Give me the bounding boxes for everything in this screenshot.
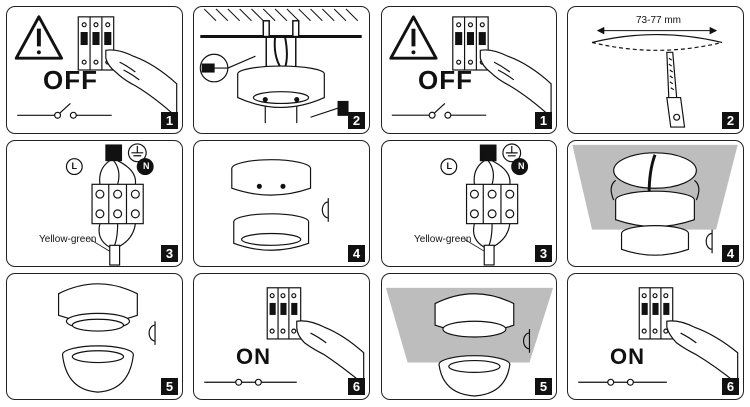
warning-triangle-icon [14, 15, 63, 60]
cover-ring [233, 213, 310, 251]
rotate-clockwise-icon [321, 198, 329, 222]
fixture-cable [109, 244, 121, 266]
off-label: OFF [418, 65, 473, 95]
step-number: 5 [535, 378, 552, 395]
fixture-cable [483, 244, 495, 266]
hole-dimension-label: 73-77 mm [636, 15, 682, 26]
rotate-clockwise-icon [148, 321, 156, 345]
on-label: ON [610, 344, 645, 369]
step-number: 6 [722, 378, 739, 395]
terminal-neutral-marker [511, 158, 529, 176]
ceiling-hatch [200, 8, 362, 39]
power-on-illustration [204, 287, 365, 386]
circuit-breaker-icon [77, 16, 115, 71]
terminal-neutral-label: N [518, 161, 525, 171]
spring-clips [610, 179, 700, 201]
housing [57, 283, 138, 332]
power-on-illustration-b [578, 287, 739, 386]
panel-step-3-wiring-b: L N Yellow-green 3 [381, 140, 557, 267]
step-number: 2 [722, 112, 739, 129]
terminal-live-marker [65, 158, 83, 176]
terminal-neutral-marker [136, 158, 154, 176]
on-label: ON [236, 344, 271, 369]
ground-symbol-icon [502, 143, 522, 163]
panel-step-6-power-on-b: ON 6 [567, 273, 744, 400]
panel-step-4-install-fixture: 4 [567, 140, 744, 267]
step-number: 1 [161, 112, 178, 129]
pointing-hand-icon [479, 49, 552, 119]
wiring-illustration-b [440, 143, 529, 266]
step-number: 6 [348, 378, 365, 395]
terminal-neutral-label: N [143, 161, 150, 171]
screwdriver-icon [199, 53, 256, 83]
switch-open-icon [17, 103, 112, 119]
step-number: 3 [161, 245, 178, 262]
install-fixture-illustration [572, 144, 738, 256]
panel-step-2-ceiling-mount: 2 [193, 6, 370, 134]
mounting-rods [262, 20, 300, 69]
terminal-block [91, 183, 144, 225]
panel-step-1-power-off: OFF 1 [6, 6, 183, 134]
step-number: 3 [535, 245, 552, 262]
supply-cable [479, 144, 497, 162]
downlight-fixture [237, 65, 325, 124]
terminal-live-label: L [71, 161, 78, 171]
pointing-hand-icon [666, 320, 739, 386]
switch-closed-icon [578, 378, 667, 386]
pointing-hand-icon [105, 49, 178, 119]
step-number: 1 [535, 112, 552, 129]
terminal-block [465, 183, 519, 225]
housing [434, 293, 515, 338]
screwdriver-icon-2 [310, 100, 349, 118]
circuit-breaker-icon [266, 287, 302, 340]
housing [231, 159, 312, 196]
ceiling-mount-illustration [199, 8, 362, 124]
panel-step-6-power-on: ON 6 [193, 273, 370, 400]
terminal-live-marker [440, 158, 458, 176]
downlight-fixture [615, 190, 695, 256]
terminal-live-label: L [446, 161, 453, 171]
supply-cable [105, 144, 123, 162]
trim-ring [438, 355, 511, 397]
step-number: 2 [348, 112, 365, 129]
rotate-clockwise-icon [523, 329, 531, 353]
switch-open-icon [391, 102, 487, 119]
step-number: 4 [348, 245, 365, 262]
trim-ring [61, 345, 134, 393]
panel-step-5-attach-ring-ceiling: 5 [381, 273, 557, 400]
dimension-arrow [596, 26, 718, 35]
step-number: 5 [161, 378, 178, 395]
switch-closed-icon [204, 378, 297, 386]
attach-ring-ceiling-illustration [385, 287, 554, 397]
off-label: OFF [43, 65, 98, 95]
attach-ring-illustration [57, 283, 156, 393]
ceiling-hole [591, 33, 723, 51]
rotate-clockwise-icon [705, 229, 713, 254]
step-number: 4 [722, 245, 739, 262]
pointing-hand-icon [296, 320, 365, 386]
panel-step-4-fit-cover: 4 [193, 140, 370, 267]
wiring-illustration [65, 143, 154, 266]
panel-step-3-wiring: L N Yellow-green 3 [6, 140, 183, 267]
fit-cover-illustration [231, 159, 329, 251]
power-off-illustration-b [389, 15, 552, 119]
ground-wire-label: Yellow-green [414, 234, 472, 245]
ground-symbol-icon [127, 143, 147, 163]
panel-step-1-power-off-b: OFF 1 [381, 6, 557, 134]
power-off-illustration [14, 15, 178, 119]
cut-hole-illustration [591, 26, 723, 128]
warning-triangle-icon [389, 15, 438, 60]
panel-step-2-cut-hole: 73-77 mm 2 [567, 6, 744, 134]
ground-wire-label: Yellow-green [39, 234, 97, 245]
hole-saw-icon [666, 51, 686, 128]
ceiling-opening [613, 152, 697, 189]
cable [647, 154, 657, 195]
panel-step-5-attach-ring: 5 [6, 273, 183, 400]
